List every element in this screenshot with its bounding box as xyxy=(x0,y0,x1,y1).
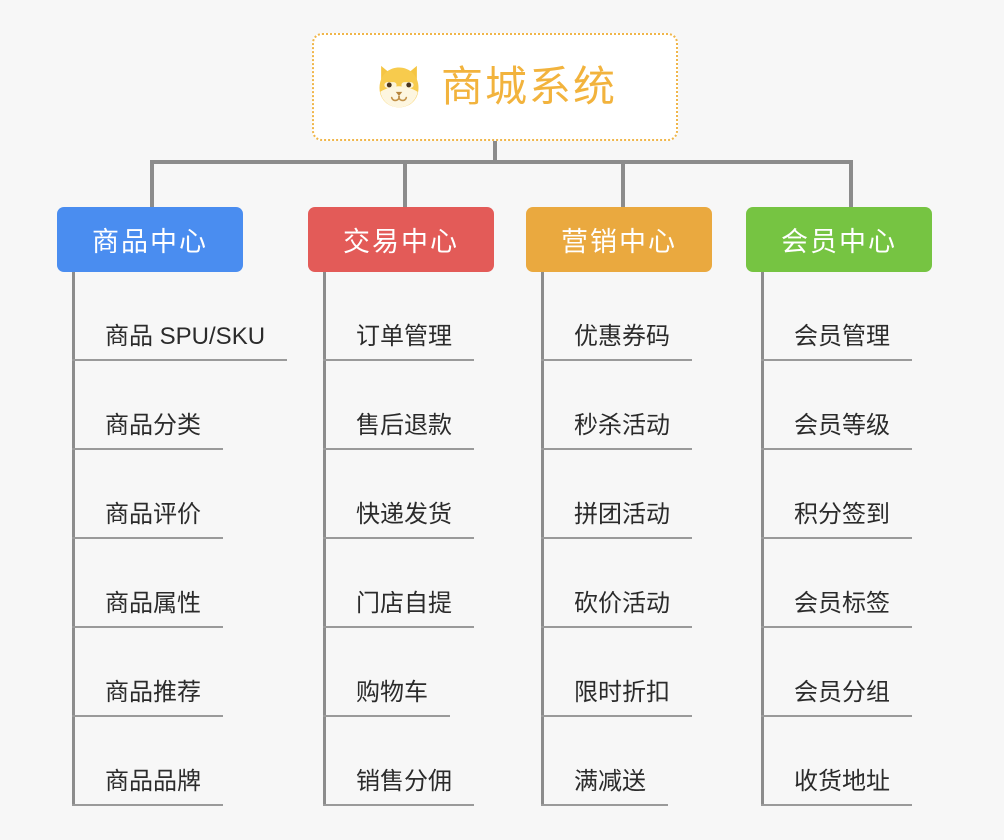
leaf-label: 销售分佣 xyxy=(323,767,474,806)
leaf-label: 门店自提 xyxy=(323,589,474,628)
list-item[interactable]: 砍价活动 xyxy=(541,539,692,628)
leaf-label: 售后退款 xyxy=(323,411,474,450)
leaf-label: 拼团活动 xyxy=(541,500,692,539)
connector-drop-4 xyxy=(849,160,853,208)
connector-drop-3 xyxy=(621,160,625,208)
branch-商品中心: 商品中心 商品 SPU/SKU 商品分类 商品评价 商品属性 商品推荐 商品品牌 xyxy=(57,207,288,806)
connector-drop-1 xyxy=(150,160,154,208)
shiba-dog-face-icon xyxy=(379,65,419,108)
list-item[interactable]: 销售分佣 xyxy=(323,717,474,806)
branch-header-1[interactable]: 商品中心 xyxy=(57,207,243,272)
list-item[interactable]: 拼团活动 xyxy=(541,450,692,539)
leaf-label: 商品推荐 xyxy=(72,678,223,717)
list-item[interactable]: 收货地址 xyxy=(761,717,912,806)
list-item[interactable]: 会员标签 xyxy=(761,539,912,628)
branch-header-2[interactable]: 交易中心 xyxy=(308,207,494,272)
list-item[interactable]: 商品推荐 xyxy=(72,628,287,717)
list-item[interactable]: 优惠券码 xyxy=(541,272,692,361)
branch-trunk-1 xyxy=(72,272,75,806)
branch-items-4: 会员管理 会员等级 积分签到 会员标签 会员分组 收货地址 xyxy=(761,272,912,806)
leaf-label: 秒杀活动 xyxy=(541,411,692,450)
branch-营销中心: 营销中心 优惠券码 秒杀活动 拼团活动 砍价活动 限时折扣 满减送 xyxy=(526,207,712,806)
branch-会员中心: 会员中心 会员管理 会员等级 积分签到 会员标签 会员分组 收货地址 xyxy=(746,207,932,806)
list-item[interactable]: 会员管理 xyxy=(761,272,912,361)
connector-drop-2 xyxy=(403,160,407,208)
leaf-label: 优惠券码 xyxy=(541,322,692,361)
list-item[interactable]: 商品分类 xyxy=(72,361,287,450)
list-item[interactable]: 商品品牌 xyxy=(72,717,287,806)
branch-trunk-4 xyxy=(761,272,764,806)
branch-header-3[interactable]: 营销中心 xyxy=(526,207,712,272)
leaf-label: 商品品牌 xyxy=(72,767,223,806)
leaf-label: 快递发货 xyxy=(323,500,474,539)
branch-items-3: 优惠券码 秒杀活动 拼团活动 砍价活动 限时折扣 满减送 xyxy=(541,272,692,806)
branch-header-4[interactable]: 会员中心 xyxy=(746,207,932,272)
leaf-label: 商品属性 xyxy=(72,589,223,628)
list-item[interactable]: 积分签到 xyxy=(761,450,912,539)
leaf-label: 限时折扣 xyxy=(541,678,692,717)
leaf-label: 积分签到 xyxy=(761,500,912,539)
connector-bus xyxy=(152,160,852,164)
list-item[interactable]: 会员等级 xyxy=(761,361,912,450)
leaf-label: 商品分类 xyxy=(72,411,223,450)
list-item[interactable]: 商品 SPU/SKU xyxy=(72,272,288,361)
branch-items-1: 商品 SPU/SKU 商品分类 商品评价 商品属性 商品推荐 商品品牌 xyxy=(72,272,288,806)
root-title: 商城系统 xyxy=(440,63,617,110)
list-item[interactable]: 商品属性 xyxy=(72,539,287,628)
list-item[interactable]: 订单管理 xyxy=(323,272,474,361)
leaf-label: 满减送 xyxy=(541,767,668,806)
leaf-label: 商品评价 xyxy=(72,500,223,539)
connector-root-stem xyxy=(493,141,497,162)
leaf-label: 会员管理 xyxy=(761,322,912,361)
list-item[interactable]: 商品评价 xyxy=(72,450,287,539)
branch-交易中心: 交易中心 订单管理 售后退款 快递发货 门店自提 购物车 销售分佣 xyxy=(308,207,494,806)
list-item[interactable]: 售后退款 xyxy=(323,361,474,450)
branch-items-2: 订单管理 售后退款 快递发货 门店自提 购物车 销售分佣 xyxy=(323,272,474,806)
leaf-label: 订单管理 xyxy=(323,322,474,361)
list-item[interactable]: 快递发货 xyxy=(323,450,474,539)
leaf-label: 购物车 xyxy=(323,678,450,717)
root-node[interactable]: 商城系统 xyxy=(312,33,678,141)
list-item[interactable]: 会员分组 xyxy=(761,628,912,717)
leaf-label: 会员等级 xyxy=(761,411,912,450)
list-item[interactable]: 购物车 xyxy=(323,628,474,717)
leaf-label: 砍价活动 xyxy=(541,589,692,628)
branch-trunk-3 xyxy=(541,272,544,806)
leaf-label: 会员分组 xyxy=(761,678,912,717)
branch-trunk-2 xyxy=(323,272,326,806)
list-item[interactable]: 满减送 xyxy=(541,717,692,806)
list-item[interactable]: 限时折扣 xyxy=(541,628,692,717)
list-item[interactable]: 门店自提 xyxy=(323,539,474,628)
leaf-label: 收货地址 xyxy=(761,767,912,806)
leaf-label: 商品 SPU/SKU xyxy=(72,322,288,361)
list-item[interactable]: 秒杀活动 xyxy=(541,361,692,450)
leaf-label: 会员标签 xyxy=(761,589,912,628)
